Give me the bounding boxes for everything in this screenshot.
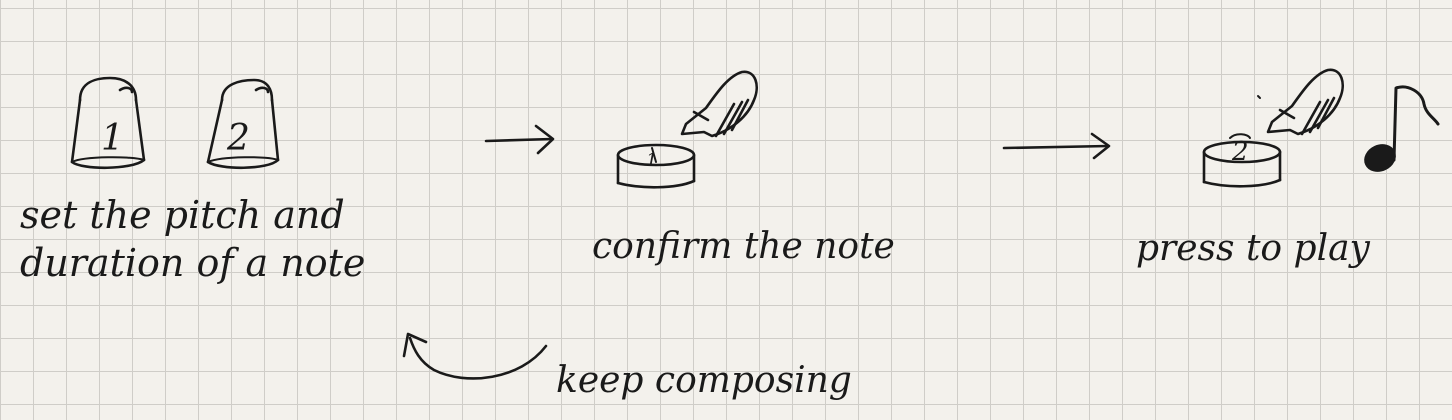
pointing-hand-icon-2	[1257, 68, 1344, 136]
knob-2-number: 2	[226, 118, 250, 159]
arrow-right-icon-2	[1002, 132, 1111, 160]
confirm-label: confirm the note	[592, 226, 895, 267]
confirm-button-number: 1	[646, 150, 657, 171]
pointing-hand-icon	[680, 70, 758, 138]
loop-back-arrow-icon	[402, 332, 548, 380]
play-button-icon	[1202, 133, 1282, 188]
play-button-number: 2	[1231, 137, 1249, 167]
set-label-line2: duration of a note	[20, 241, 365, 285]
play-label: press to play	[1136, 228, 1371, 269]
arrow-right-icon	[484, 124, 555, 155]
knob-2-icon	[206, 78, 280, 170]
knob-1-icon	[70, 76, 146, 170]
knob-1-number: 1	[101, 118, 124, 159]
music-note-icon	[1364, 85, 1440, 172]
confirm-button-icon	[616, 143, 696, 189]
set-label-line1: set the pitch and	[20, 193, 345, 237]
loop-label: keep composing	[556, 360, 852, 401]
